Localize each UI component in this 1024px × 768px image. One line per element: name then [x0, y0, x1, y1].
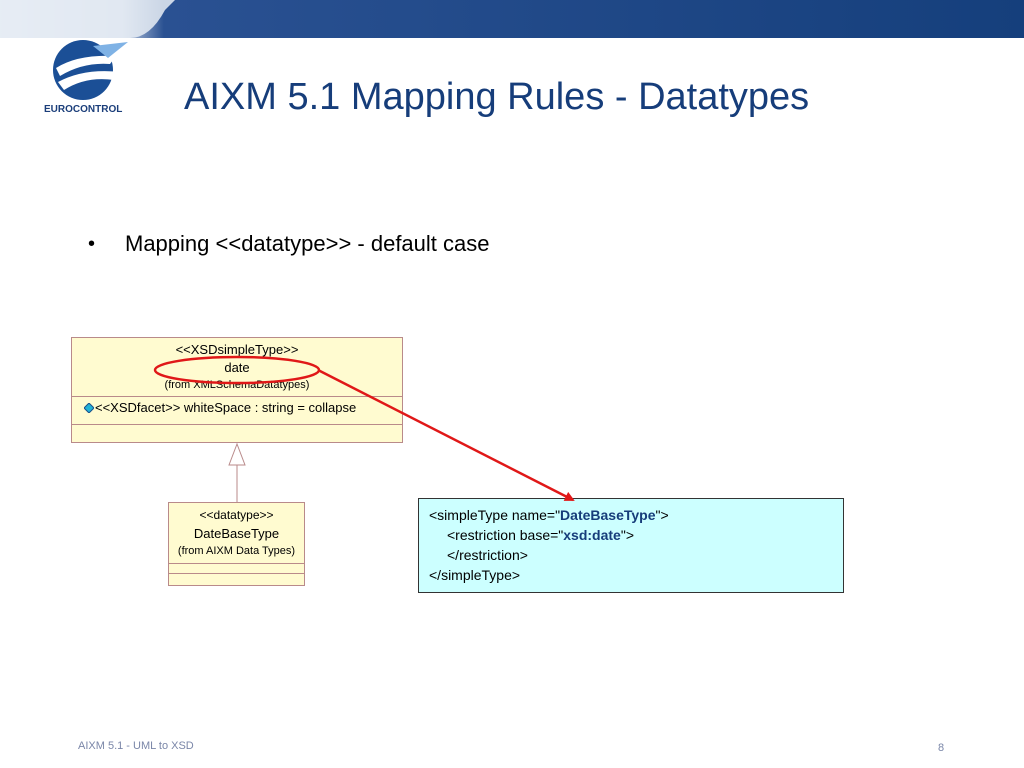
attribute-icon	[84, 403, 94, 413]
xsd-line-simpletype: <simpleType name="DateBaseType">	[429, 507, 669, 523]
xsd-line-restriction: <restriction base="xsd:date">	[447, 527, 634, 543]
uml-class-datebasetype: <<datatype>> DateBaseType (from AIXM Dat…	[168, 502, 305, 586]
uml-package: (from AIXM Data Types)	[177, 545, 296, 557]
bullet-text: Mapping <<datatype>> - default case	[125, 231, 490, 256]
xsd-line-simpletype-close: </simpleType>	[429, 567, 521, 583]
uml-class-date: <<XSDsimpleType>> date (from XMLSchemaDa…	[71, 337, 403, 443]
uml-stereotype: <<XSDsimpleType>>	[175, 342, 299, 357]
uml-class-name: date	[224, 360, 250, 375]
bullet-marker: •	[88, 233, 96, 255]
xsd-text: <restriction base="	[447, 527, 564, 543]
xsd-text: ">	[620, 527, 634, 543]
xsd-type-name: DateBaseType	[560, 507, 656, 523]
uml-attribute-text: <<XSDfacet>> whiteSpace : string = colla…	[95, 400, 357, 415]
xsd-text: <simpleType name="	[429, 507, 561, 523]
uml-separator	[169, 563, 304, 564]
slide-title: AIXM 5.1 Mapping Rules - Datatypes	[184, 76, 810, 118]
uml-separator	[169, 573, 304, 574]
uml-class-name: DateBaseType	[193, 526, 280, 541]
uml-separator	[72, 424, 402, 425]
generalization-arrow	[228, 442, 246, 502]
xsd-line-restriction-close: </restriction>	[447, 547, 528, 563]
xsd-base-type: xsd:date	[563, 527, 621, 543]
eurocontrol-logo-text: EUROCONTROL	[44, 104, 123, 115]
uml-stereotype: <<datatype>>	[199, 508, 274, 522]
top-banner	[0, 0, 1024, 38]
xsd-text: ">	[655, 507, 669, 523]
eurocontrol-logo	[53, 40, 128, 100]
footer-text: AIXM 5.1 - UML to XSD	[78, 740, 194, 752]
xsd-code-box: <simpleType name="DateBaseType"> <restri…	[418, 498, 844, 593]
uml-package: (from XMLSchemaDatatypes)	[164, 379, 310, 391]
page-number: 8	[938, 742, 945, 754]
uml-separator	[72, 396, 402, 397]
